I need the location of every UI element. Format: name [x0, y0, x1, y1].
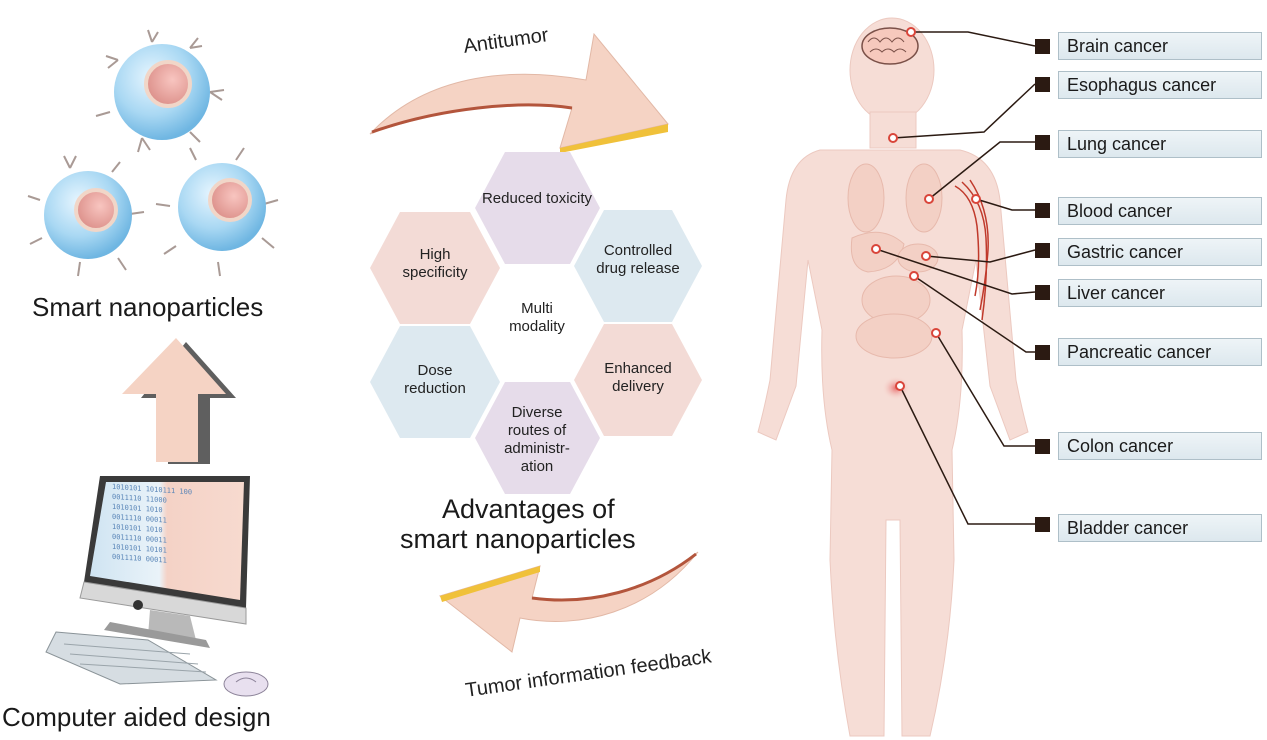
- nanoparticle-cluster: [27, 29, 279, 277]
- computer-illustration: [45, 476, 269, 697]
- multi-modality-text: Multi modality: [509, 300, 565, 335]
- connector-pancreatic: [913, 275, 1035, 353]
- hex-label-reduced-toxicity: Reduced toxicity: [481, 190, 593, 207]
- connector-esophagus: [892, 83, 1036, 139]
- cancer-label-liver: Liver cancer: [1058, 279, 1262, 307]
- connector-bladder: [899, 385, 1035, 525]
- legend-square-gastric: [1035, 243, 1050, 258]
- legend-square-pancreatic: [1035, 345, 1050, 360]
- cancer-label-bladder: Bladder cancer: [1058, 514, 1262, 542]
- hex-label-diverse-routes: Diverse routes of administr- ation: [472, 404, 602, 476]
- legend-square-esophagus: [1035, 77, 1050, 92]
- hexagon-high-specificity: [370, 212, 500, 324]
- hex-text-dose-reduction: Dose reduction: [404, 362, 466, 397]
- connector-brain: [911, 31, 1036, 47]
- marker-esophagus: [888, 133, 898, 143]
- marker-bladder: [895, 381, 905, 391]
- screen-code: 1010101 1010111 100 0011110 11000 101010…: [112, 482, 232, 570]
- hexagon-controlled-release: [574, 210, 702, 322]
- nanoparticle-top: [95, 29, 225, 153]
- hex-text-controlled-release: Controlled drug release: [596, 242, 680, 277]
- hex-label-high-specificity: High specificity: [370, 246, 500, 282]
- hex-text-enhanced-delivery: Enhanced delivery: [604, 360, 672, 395]
- cancer-label-gastric: Gastric cancer: [1058, 238, 1262, 266]
- hexagon-dose-reduction: [370, 326, 500, 438]
- marker-lung: [924, 194, 934, 204]
- marker-blood: [971, 194, 981, 204]
- cancer-label-pancreatic: Pancreatic cancer: [1058, 338, 1262, 366]
- legend-square-colon: [1035, 439, 1050, 454]
- hex-text-high-specificity: High specificity: [402, 246, 468, 281]
- cancer-label-blood: Blood cancer: [1058, 197, 1262, 225]
- advantages-title-line1: Advantages of: [442, 494, 615, 524]
- marker-pancreatic: [909, 271, 919, 281]
- legend-square-liver: [1035, 285, 1050, 300]
- legend-square-brain: [1035, 39, 1050, 54]
- hexagon-ring: [370, 152, 702, 494]
- cancer-connectors: [875, 31, 1036, 525]
- hexagon-reduced-toxicity: [475, 152, 600, 264]
- hex-text-diverse-routes: Diverse routes of administr- ation: [504, 404, 570, 475]
- connector-blood: [975, 198, 1035, 211]
- legend-square-blood: [1035, 203, 1050, 218]
- hexagon-enhanced-delivery: [574, 324, 702, 436]
- cancer-label-brain: Brain cancer: [1058, 32, 1262, 60]
- advantages-title-line2: smart nanoparticles: [400, 524, 636, 554]
- feedback-arrow: [438, 551, 699, 653]
- legend-square-lung: [1035, 135, 1050, 150]
- connector-liver: [875, 248, 1036, 295]
- brain-illustration: [861, 27, 919, 65]
- connector-gastric: [925, 249, 1036, 263]
- marker-liver: [871, 244, 881, 254]
- design-to-nanoparticle-arrow: [122, 338, 236, 464]
- nanoparticle-right: [155, 147, 279, 277]
- hex-label-enhanced-delivery: Enhanced delivery: [573, 360, 703, 396]
- smart-nanoparticles-label: Smart nanoparticles: [32, 292, 264, 322]
- connector-lung: [928, 141, 1035, 200]
- legend-square-bladder: [1035, 517, 1050, 532]
- organ-markers: [871, 27, 981, 391]
- cancer-label-lung: Lung cancer: [1058, 130, 1262, 158]
- hex-label-controlled-release: Controlled drug release: [573, 242, 703, 278]
- marker-gastric: [921, 251, 931, 261]
- hexagon-diverse-routes: [475, 382, 600, 494]
- hex-center-label: Multi modality: [472, 300, 602, 336]
- connector-colon: [935, 332, 1035, 447]
- cancer-label-esophagus: Esophagus cancer: [1058, 71, 1262, 99]
- antitumor-arrow: [369, 32, 669, 153]
- nanoparticle-left: [27, 155, 145, 277]
- cancer-label-colon: Colon cancer: [1058, 432, 1262, 460]
- hex-label-dose-reduction: Dose reduction: [370, 362, 500, 398]
- computer-aided-design-label: Computer aided design: [2, 702, 271, 732]
- marker-brain: [906, 27, 916, 37]
- marker-colon: [931, 328, 941, 338]
- human-body: [757, 17, 1029, 737]
